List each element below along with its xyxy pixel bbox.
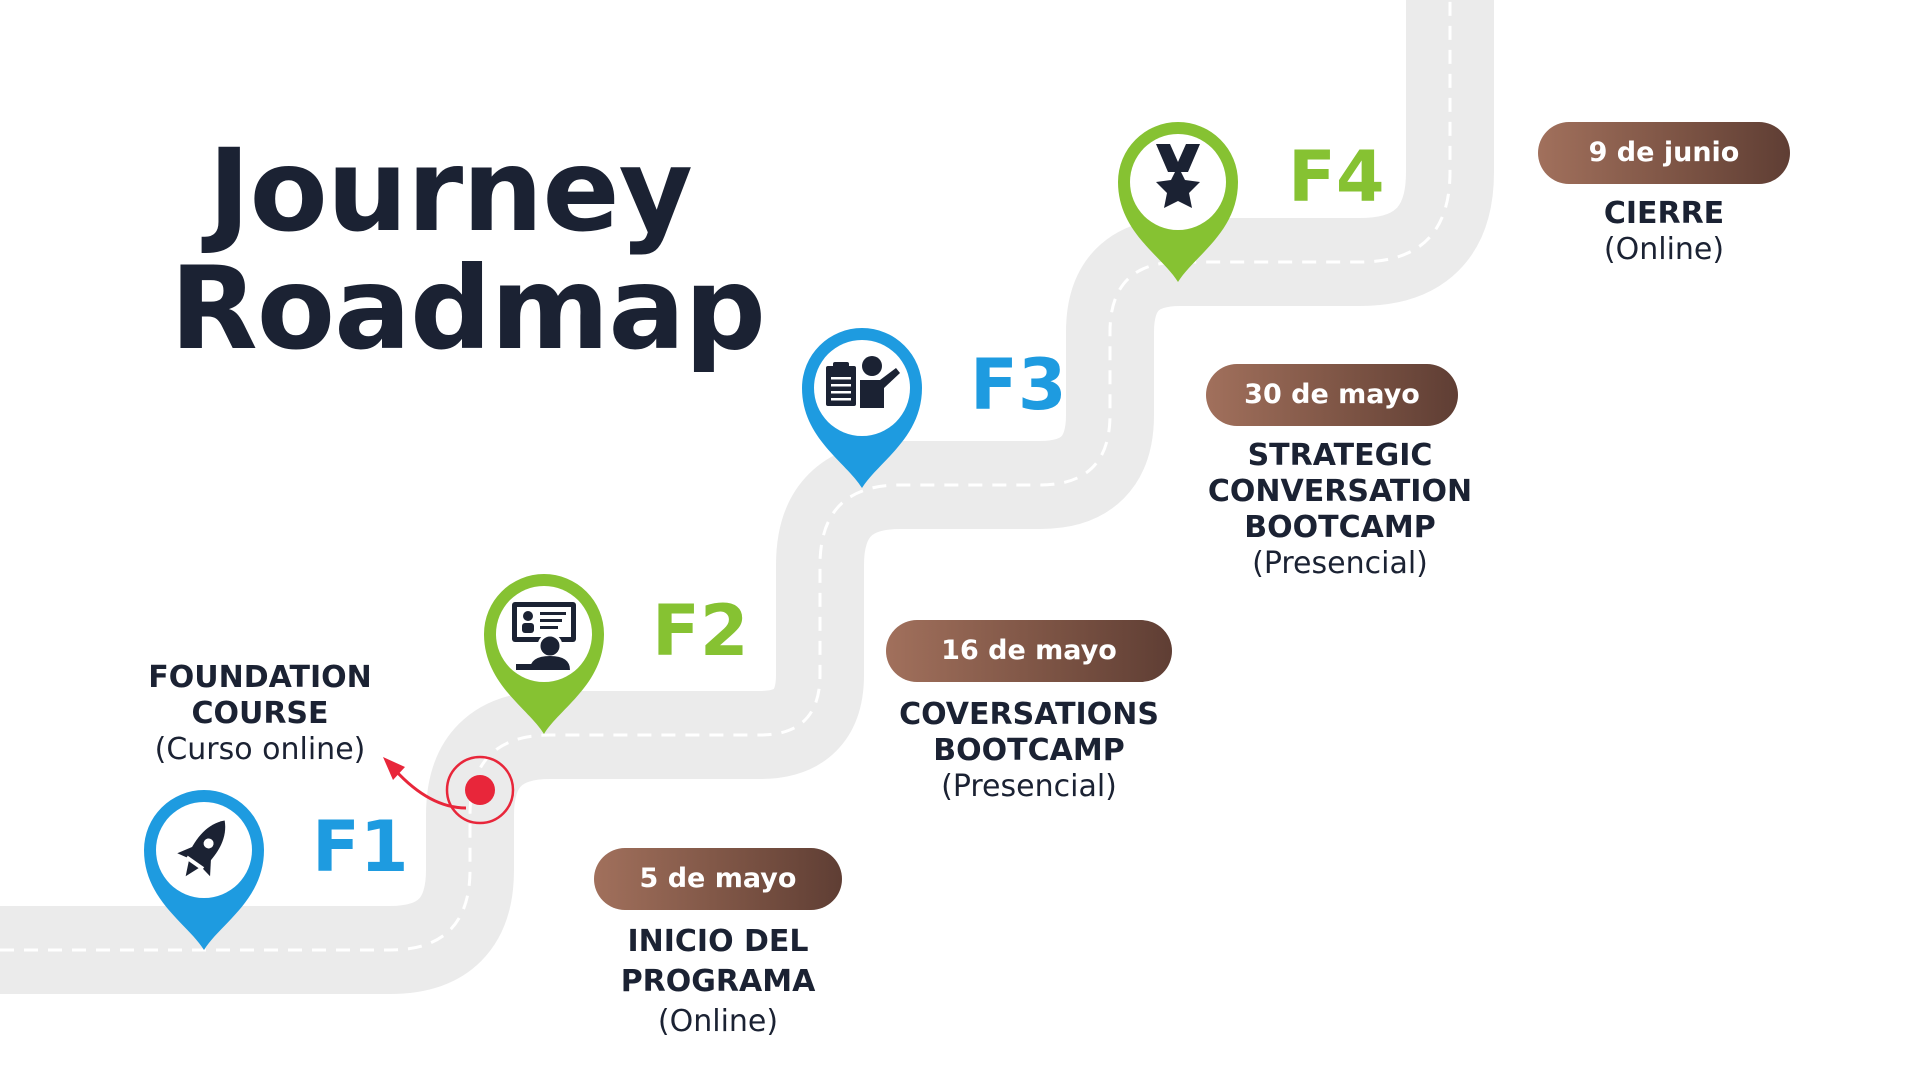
foundation-course-block: FOUNDATION COURSE (Curso online) (80, 660, 440, 768)
milestone-1-line1: INICIO DEL (627, 924, 809, 959)
milestone-2-line2: BOOTCAMP (933, 733, 1125, 768)
arrow-head-icon (383, 757, 405, 780)
phase-pin-f2 (484, 574, 604, 734)
phase-label-f3: F3 (970, 344, 1067, 426)
medal-icon (1156, 144, 1200, 208)
rocket-icon (177, 820, 226, 877)
road-center-line (0, 0, 1450, 950)
phase-label-f4: F4 (1288, 136, 1385, 218)
milestone-4-line1: CIERRE (1603, 196, 1725, 231)
milestone-2-mode: (Presencial) (941, 769, 1117, 804)
phase-label-f1: F1 (312, 806, 409, 888)
date-pill-5-mayo: 5 de mayo (594, 848, 842, 910)
phase-pin-f1 (144, 790, 264, 950)
milestone-1-line2: PROGRAMA (620, 964, 816, 999)
title-line-1: Journey (208, 124, 693, 257)
milestone-3-mode: (Presencial) (1252, 546, 1428, 581)
milestone-1-text: INICIO DEL PROGRAMA (Online) (568, 922, 868, 1042)
milestone-3-line3: BOOTCAMP (1244, 510, 1436, 545)
milestone-3-line2: CONVERSATION (1207, 474, 1473, 509)
phase-pin-f4 (1118, 122, 1238, 282)
presenter-icon (826, 356, 900, 408)
online-class-icon (512, 602, 576, 670)
milestone-2-line1: COVERSATIONS (899, 697, 1159, 732)
current-position-marker (383, 755, 515, 825)
page-title: Journey Roadmap (170, 124, 766, 375)
foundation-course-title: FOUNDATION COURSE (148, 660, 372, 731)
date-pill-16-mayo: 16 de mayo (886, 620, 1172, 682)
milestone-4-text: CIERRE (Online) (1564, 196, 1764, 268)
milestone-3-line1: STRATEGIC (1247, 438, 1433, 473)
milestone-3-text: STRATEGIC CONVERSATION BOOTCAMP (Presenc… (1180, 438, 1500, 582)
milestone-2-text: COVERSATIONS BOOTCAMP (Presencial) (879, 697, 1179, 805)
title-line-2: Roadmap (170, 242, 766, 375)
date-pill-9-junio: 9 de junio (1538, 122, 1790, 184)
milestone-1-mode: (Online) (657, 1004, 779, 1039)
foundation-course-sub: (Curso online) (154, 732, 366, 767)
phase-pin-f3 (802, 328, 922, 488)
milestone-4-mode: (Online) (1603, 232, 1725, 267)
phase-label-f2: F2 (652, 590, 749, 672)
date-pill-30-mayo: 30 de mayo (1206, 364, 1458, 426)
